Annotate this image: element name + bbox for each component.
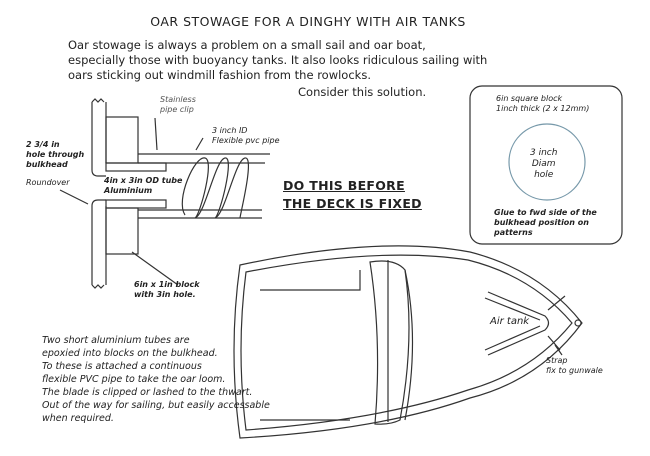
air-tank (484, 291, 550, 356)
label-line: 6in square block (496, 94, 563, 103)
label-line: bulkhead position on (494, 218, 589, 227)
air-tank-label: Air tank (490, 316, 530, 327)
notes: Two short aluminium tubes are epoxied int… (42, 334, 270, 425)
label-line: 6in x 1in block (134, 280, 200, 289)
note-line: Two short aluminium tubes are (42, 335, 190, 346)
label-line: fix to gunwale (546, 366, 603, 375)
label-line: 2 3/4 in (26, 140, 60, 149)
label-line: 3 inch ID (212, 126, 248, 135)
title: OAR STOWAGE FOR A DINGHY WITH AIR TANKS (150, 14, 466, 29)
label-line: Diam (531, 159, 556, 169)
label-line: hole through (26, 150, 85, 159)
intro-line: Oar stowage is always a problem on a sma… (68, 38, 426, 52)
bulkhead-section (59, 98, 270, 289)
block-detail-box (469, 85, 623, 245)
label-line: Flexible pvc pipe (212, 136, 280, 145)
warning-line: THE DECK IS FIXED (283, 196, 422, 211)
hole-circle (508, 123, 586, 201)
label-line: Glue to fwd side of the (494, 208, 597, 217)
label-line: Aluminium (104, 186, 153, 195)
dinghy-plan (233, 245, 583, 439)
label-line: pipe clip (160, 105, 194, 114)
label-line: 3 inch (530, 148, 558, 158)
label-line: bulkhead (26, 160, 68, 169)
label-line: Stainless (160, 95, 196, 104)
note-line: flexible PVC pipe to take the oar loom. (42, 374, 226, 385)
note-line: epoxied into blocks on the bulkhead. (42, 348, 218, 359)
note-line: To these is attached a continuous (42, 361, 202, 372)
label-line: with 3in hole. (134, 290, 196, 299)
label-line: 1inch thick (2 x 12mm) (496, 104, 590, 113)
note-line: The blade is clipped or lashed to the th… (42, 387, 253, 398)
intro-line: especially those with buoyancy tanks. It… (68, 53, 488, 67)
label-line: patterns (494, 228, 533, 237)
warning-line: DO THIS BEFORE (283, 178, 405, 193)
intro-line: Consider this solution. (298, 85, 427, 99)
pvc-pipe-coil (181, 157, 250, 219)
note-line: Out of the way for sailing, but easily a… (42, 400, 270, 411)
label-line: Strap (546, 356, 568, 365)
roundover-label: Roundover (26, 178, 70, 187)
note-line: when required. (42, 413, 114, 424)
label-line: hole (534, 170, 554, 180)
intro-line: oars sticking out windmill fashion from … (68, 68, 371, 82)
label-line: 4in x 3in OD tube (104, 176, 183, 185)
